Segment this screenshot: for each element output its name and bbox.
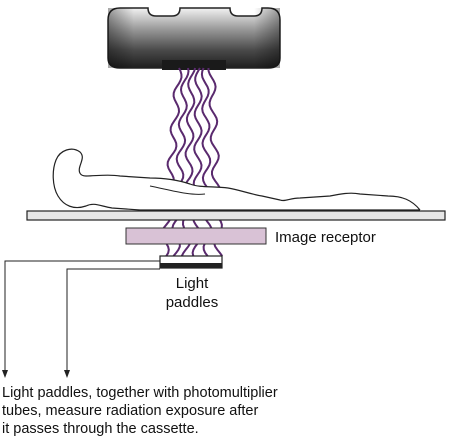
image-receptor-label: Image receptor [275, 229, 376, 246]
arrow-right [66, 268, 160, 372]
caption: Light paddles, together with photomultip… [2, 384, 442, 438]
tube-port [162, 60, 226, 70]
x-ray-beam-line [171, 67, 190, 257]
x-ray-beam-line [200, 67, 213, 257]
caption-line-1: Light paddles, together with photomultip… [2, 385, 278, 401]
exam-table [26, 210, 446, 221]
arrow-right-head [64, 370, 70, 378]
light-paddles-label-line2: paddles [165, 294, 219, 311]
caption-line-2: tubes, measure radiation exposure after [2, 403, 259, 419]
caption-line-3: it passes through the cassette. [2, 421, 199, 437]
patient-outline-icon [52, 148, 421, 211]
light-paddles-base [160, 263, 222, 268]
image-receptor [125, 227, 267, 245]
paddle-arrows [4, 260, 160, 372]
light-paddles-label-line1: Light [175, 275, 209, 292]
x-ray-beam [160, 67, 224, 257]
x-ray-beam-line [207, 67, 224, 257]
arrow-left-head [2, 370, 8, 378]
x-ray-beam-line [160, 67, 183, 257]
arrow-left [4, 260, 160, 372]
x-ray-beam-line [191, 67, 203, 257]
x-ray-beam-line [180, 67, 197, 257]
light-paddles-label: Light paddles [160, 274, 224, 312]
x-ray-tube-icon [107, 7, 281, 70]
